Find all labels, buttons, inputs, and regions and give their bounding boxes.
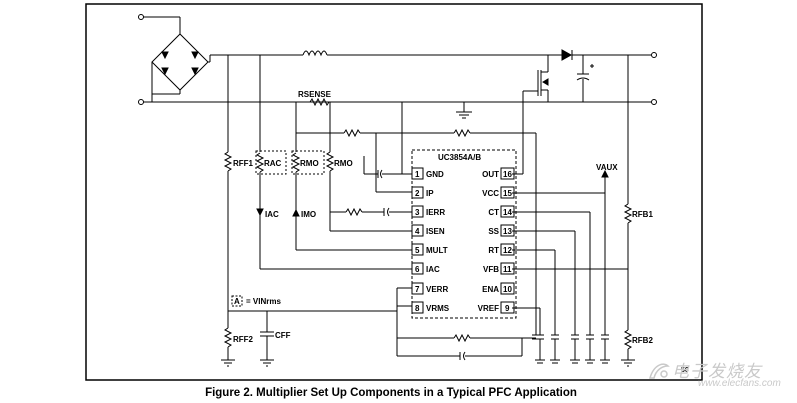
- pin-name: ISEN: [426, 227, 445, 236]
- rac-dashed-box: [255, 150, 287, 175]
- pin-num: 15: [503, 189, 512, 198]
- node-a-letter: A: [234, 297, 240, 306]
- imo-label: IMO: [301, 210, 316, 219]
- rff2-resistor: [223, 327, 233, 348]
- pin-num: 11: [503, 265, 512, 274]
- site-watermark: 电子发烧友 www.elecfans.com: [646, 356, 796, 396]
- pin-name: IP: [426, 189, 434, 198]
- output-terminal-positive: [651, 52, 657, 58]
- rff1-label: RFF1: [233, 159, 254, 168]
- pin-name: OUT: [482, 170, 499, 179]
- ip-capacitor: [377, 169, 383, 179]
- pin-name: IERR: [426, 208, 445, 217]
- rmo-dashed-resistor: [291, 152, 301, 173]
- rsense-resistor: [309, 97, 330, 107]
- feedback-resistor-top: [453, 128, 471, 138]
- rsense-label: RSENSE: [298, 90, 332, 99]
- ic-right-pins: OUT 16 VCC 15 CT 14 SS 13 RT 12 VFB 11 E…: [478, 170, 513, 313]
- verr-resistor: [453, 333, 471, 343]
- pin-name: VERR: [426, 285, 448, 294]
- rfb1-label: RFB1: [632, 210, 653, 219]
- ic-part-number: UC3854A/B: [438, 153, 481, 162]
- pin-name: ENA: [482, 285, 499, 294]
- iac-label: IAC: [265, 210, 279, 219]
- boost-diode: [561, 49, 573, 61]
- watermark-logo-icon: [649, 363, 670, 379]
- ground-symbol-cff: [260, 359, 274, 367]
- rmo-dashed-label: RMO: [300, 159, 319, 168]
- rff2-label: RFF2: [233, 335, 254, 344]
- watermark-cn-text: 电子发烧友: [672, 362, 762, 382]
- ic-left-pins: 1 GND 2 IP 3 IERR 4 ISEN 5 MULT 6 IAC 7 …: [415, 170, 450, 313]
- bridge-rectifier: [151, 33, 228, 102]
- pin-name: MULT: [426, 246, 448, 255]
- vaux-label: VAUX: [596, 163, 618, 172]
- imo-arrow: [292, 208, 300, 217]
- iac-arrow: [256, 208, 264, 217]
- pin-name: VFB: [483, 265, 499, 274]
- vaux-arrow: [601, 169, 609, 178]
- ground-symbol-top: [456, 102, 472, 119]
- rmo-dashed-box: [291, 150, 325, 175]
- pin-num: 1: [415, 170, 420, 179]
- ip-resistor: [343, 128, 361, 138]
- pin-num: 3: [415, 208, 420, 217]
- pin-num: 5: [415, 246, 420, 255]
- pin-name: GND: [426, 170, 444, 179]
- rac-resistor: [255, 152, 265, 173]
- figure-caption: Figure 2. Multiplier Set Up Components i…: [205, 387, 577, 399]
- figure-frame: [85, 3, 703, 381]
- cff-capacitor: [260, 331, 274, 337]
- pin-num: 6: [415, 265, 420, 274]
- rff1-resistor: [223, 151, 233, 172]
- pin-name: VRMS: [426, 304, 450, 313]
- verr-capacitor: [459, 351, 466, 361]
- output-terminal-return: [651, 99, 657, 105]
- pin-name: SS: [488, 227, 499, 236]
- ierr-capacitor: [383, 207, 390, 217]
- pin-name: CT: [488, 208, 499, 217]
- node-a-box: [231, 295, 243, 307]
- pin-name: VCC: [482, 189, 499, 198]
- boost-inductor: [302, 50, 328, 57]
- pin-num: 13: [503, 227, 512, 236]
- rmo-label: RMO: [334, 159, 353, 168]
- page-number: 50: [681, 367, 689, 374]
- mosfet: [523, 55, 549, 102]
- pin-num: 14: [503, 208, 512, 217]
- rfb2-label: RFB2: [632, 336, 653, 345]
- cff-label: CFF: [275, 331, 291, 340]
- pin-name: RT: [488, 246, 499, 255]
- pin-name: VREF: [478, 304, 499, 313]
- pin-num: 9: [505, 304, 510, 313]
- pin-num: 16: [503, 170, 512, 179]
- rfb2-resistor: [623, 329, 633, 350]
- node-a-text: = VINrms: [246, 297, 281, 306]
- rmo-resistor: [325, 151, 335, 172]
- pin-num: 10: [503, 285, 512, 294]
- ground-symbol-rfb2: [621, 359, 635, 367]
- pin-num: 7: [415, 285, 420, 294]
- pin-name: IAC: [426, 265, 440, 274]
- pin-num: 4: [415, 227, 420, 236]
- output-capacitor: [576, 55, 594, 102]
- pin-num: 8: [415, 304, 420, 313]
- ac-input: [138, 14, 181, 105]
- rac-label: RAC: [264, 159, 282, 168]
- ic-pin-boxes: [411, 167, 515, 314]
- watermark-url: www.elecfans.com: [698, 378, 781, 389]
- ground-symbol-rff2: [221, 359, 235, 367]
- rfb1-resistor: [623, 203, 633, 224]
- ierr-resistor: [345, 207, 363, 217]
- ground-caps-bank: [532, 334, 610, 364]
- pin-num: 2: [415, 189, 420, 198]
- pin-num: 12: [503, 246, 512, 255]
